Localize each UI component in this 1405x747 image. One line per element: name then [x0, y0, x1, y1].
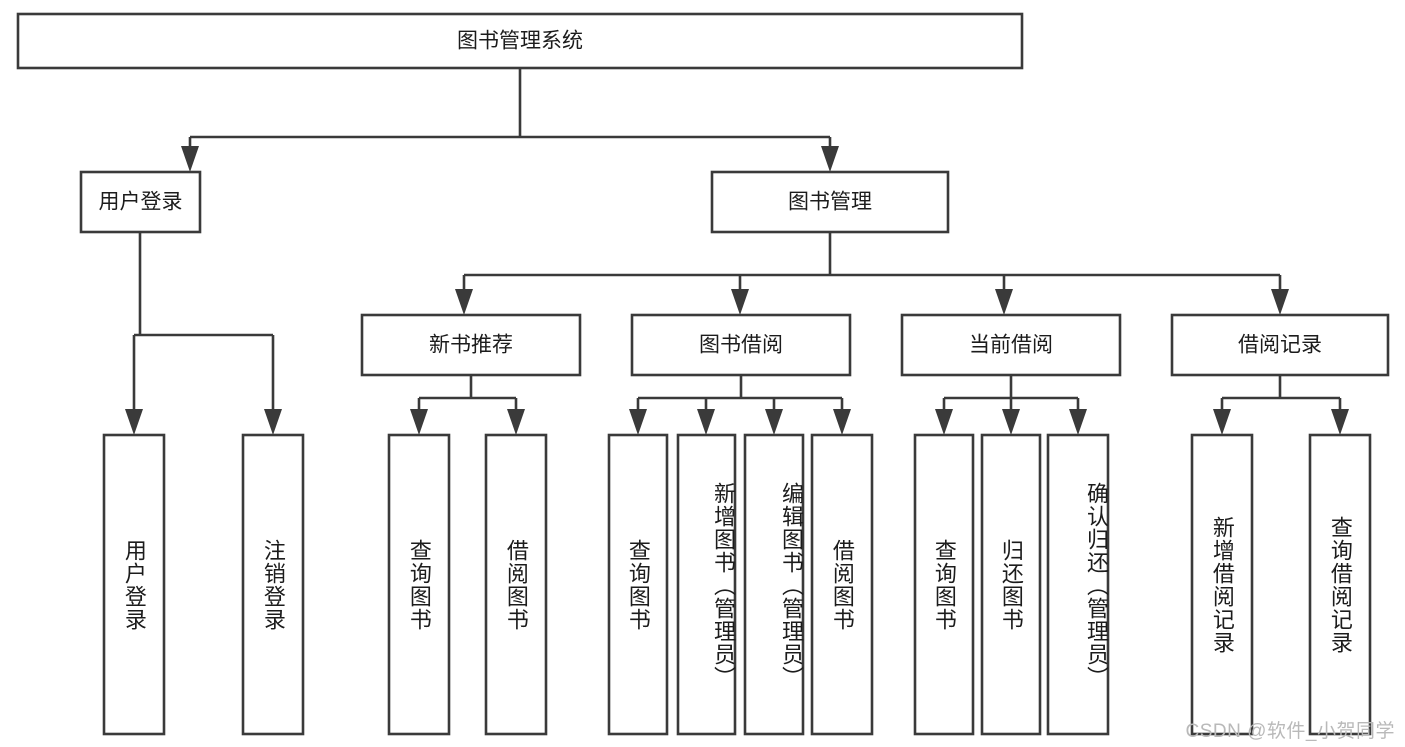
- arrow-icon-current-leaf-3: [1069, 409, 1087, 435]
- node-leaf-query-book-current[interactable]: [913, 433, 975, 736]
- node-leaf-borrow-book[interactable]: [810, 433, 874, 736]
- arrow-icon-to-leaf-logout: [264, 409, 282, 435]
- arrow-icon-current-leaf-1: [935, 409, 953, 435]
- node-leaf-return-book[interactable]: [980, 433, 1042, 736]
- node-borrow-record[interactable]: [1170, 313, 1390, 377]
- csdn-watermark: CSDN @软件_小贺同学: [1185, 721, 1395, 742]
- arrow-icon-to-current: [995, 289, 1013, 315]
- arrow-icon-to-new-book: [455, 289, 473, 315]
- node-book-management[interactable]: [710, 170, 950, 234]
- node-book-borrow[interactable]: [630, 313, 852, 377]
- arrow-icon-current-leaf-2: [1002, 409, 1020, 435]
- arrow-icon-to-borrow: [731, 289, 749, 315]
- arrow-icon-to-book-mgmt: [821, 146, 839, 172]
- node-leaf-borrow-book-newbook[interactable]: [484, 433, 548, 736]
- node-user-login[interactable]: [79, 170, 202, 234]
- node-leaf-edit-book-admin[interactable]: [743, 433, 805, 736]
- node-leaf-confirm-return-admin[interactable]: [1046, 433, 1110, 736]
- node-borrow-record-label: 借阅记录: [1238, 334, 1322, 357]
- node-leaf-query-book-newbook[interactable]: [387, 433, 451, 736]
- arrow-icon-to-user-login: [181, 146, 199, 172]
- arrow-heads: [125, 146, 1349, 435]
- node-leaf-user-login[interactable]: [102, 433, 166, 736]
- arrow-icon-borrow-leaf-2: [697, 409, 715, 435]
- arrow-icon-record-leaf-2: [1331, 409, 1349, 435]
- arrow-icon-borrow-leaf-3: [765, 409, 783, 435]
- node-leaf-query-book-borrow[interactable]: [607, 433, 669, 736]
- arrow-icon-newbook-leaf-2: [507, 409, 525, 435]
- arrow-icon-to-leaf-user-login: [125, 409, 143, 435]
- node-root-book-management-system[interactable]: [16, 12, 1024, 70]
- node-user-login-label: 用户登录: [99, 191, 183, 214]
- arrow-icon-newbook-leaf-1: [410, 409, 428, 435]
- node-root-label: 图书管理系统: [457, 30, 583, 53]
- node-leaf-logout[interactable]: [241, 433, 305, 736]
- node-current-borrow[interactable]: [900, 313, 1122, 377]
- node-new-book-recommend[interactable]: [360, 313, 582, 377]
- arrow-icon-borrow-leaf-1: [629, 409, 647, 435]
- node-book-management-label: 图书管理: [788, 191, 872, 214]
- node-current-borrow-label: 当前借阅: [969, 334, 1053, 357]
- arrow-icon-borrow-leaf-4: [833, 409, 851, 435]
- node-boxes: 图书管理系统 用户登录 图书管理 新书推荐 图书借阅 当前借阅 借阅记录: [16, 12, 1390, 736]
- arrow-icon-to-record: [1271, 289, 1289, 315]
- node-leaf-add-book-admin[interactable]: [676, 433, 737, 736]
- node-new-book-recommend-label: 新书推荐: [429, 334, 513, 357]
- arrow-icon-record-leaf-1: [1213, 409, 1231, 435]
- node-book-borrow-label: 图书借阅: [699, 334, 783, 357]
- node-leaf-add-borrow-record[interactable]: [1190, 433, 1254, 736]
- node-leaf-query-borrow-record[interactable]: [1308, 433, 1372, 736]
